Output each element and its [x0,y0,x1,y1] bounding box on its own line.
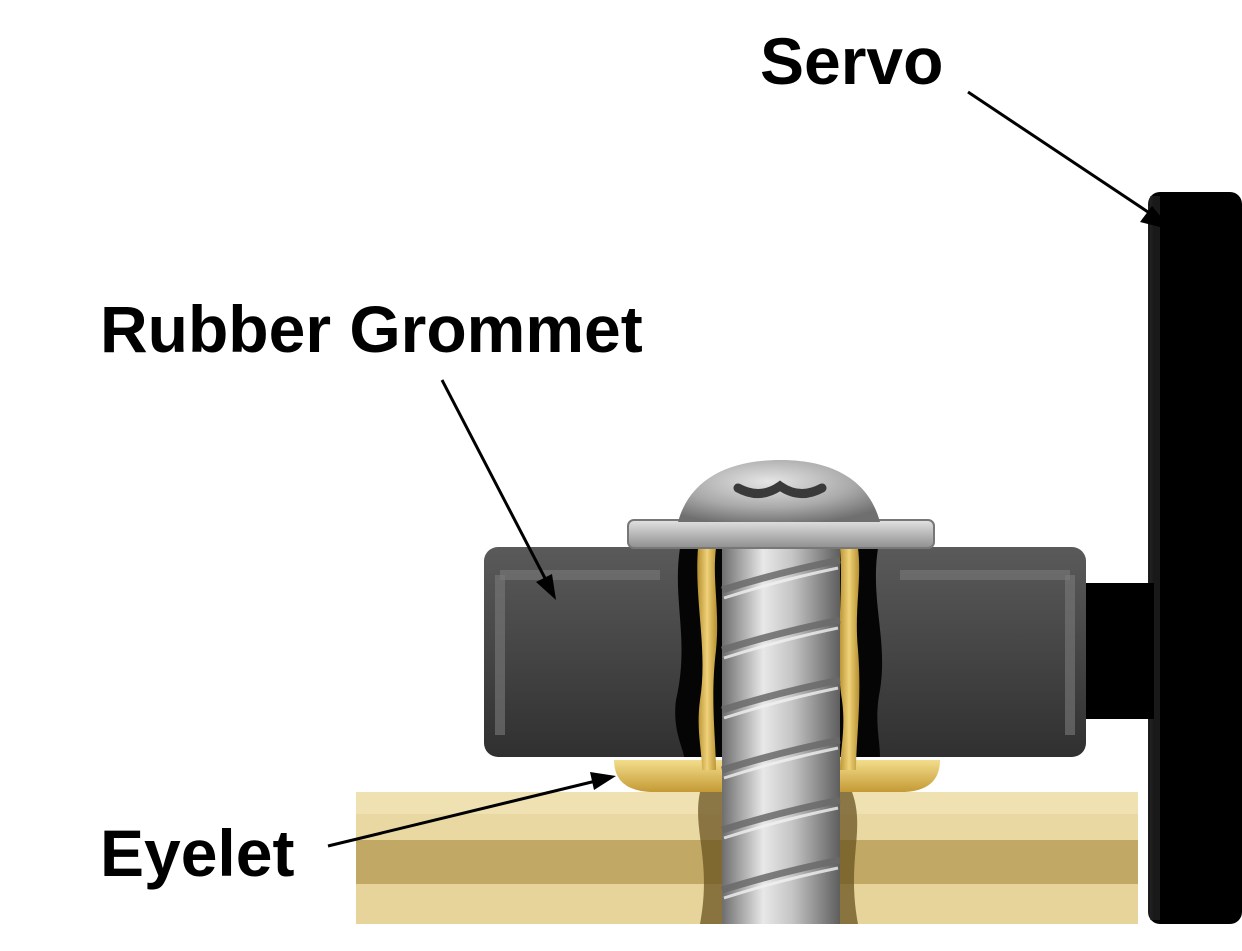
leader-grommet [440,379,556,600]
servo-body [1080,192,1242,924]
label-eyelet: Eyelet [100,816,295,890]
label-rubber-grommet: Rubber Grommet [100,292,643,366]
leader-servo [967,90,1172,230]
leader-eyelet [327,772,616,848]
screw [627,460,935,924]
label-servo: Servo [760,24,944,98]
